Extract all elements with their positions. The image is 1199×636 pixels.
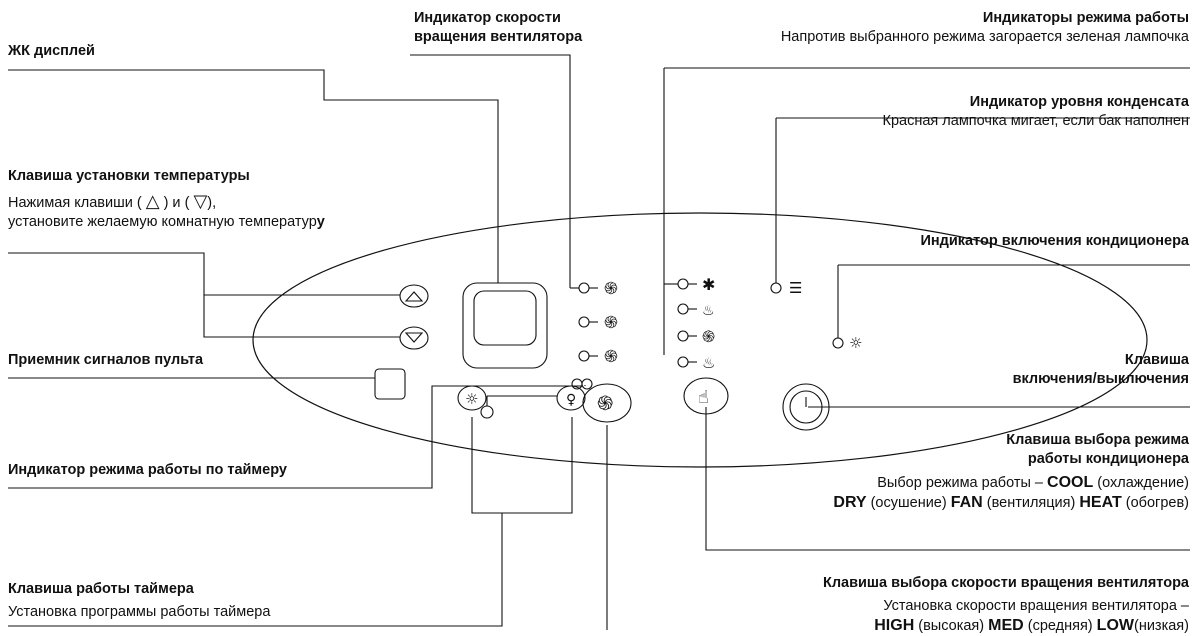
label-fan-key-title: Клавиша выбора скорости вращения вентиля… — [822, 575, 1189, 591]
remote-receiver — [374, 368, 406, 400]
label-fan-speed-ind-line2: вращения вентилятора — [414, 29, 583, 45]
fan-med-icon: ֍ — [604, 313, 618, 333]
label-mode-key-line2: работы кондиционера — [1027, 451, 1189, 467]
timer-on-button — [457, 385, 487, 411]
label-temp-key-desc1: Нажимая клавиши ( △ ) и ( ▽), — [8, 191, 217, 212]
label-mode-key-desc2: DRY (осушение) FAN (вентиляция) HEAT (об… — [833, 494, 1189, 511]
leader-temp-key — [8, 252, 400, 296]
label-mode-ind: Индикаторы режима работы Напротив выбран… — [781, 9, 1189, 47]
leader-mode-key — [705, 407, 1190, 551]
leader-timer-ind — [8, 385, 582, 489]
label-temp-key: Клавиша установки температуры Нажимая кл… — [8, 167, 325, 232]
fan-mode-icon: ֍ — [702, 327, 715, 346]
label-mode-key: Клавиша выбора режима работы кондиционер… — [833, 431, 1189, 513]
timer-off-icon: ♀ — [566, 392, 576, 408]
label-condensate: Индикатор уровня конденсата Красная ламп… — [883, 93, 1189, 131]
mode-hand-icon: ☝ — [698, 387, 709, 408]
label-fan-speed-ind-line1: Индикатор скорости — [414, 10, 561, 26]
timer-on-icon: ☼ — [465, 390, 478, 408]
label-power-ind: Индикатор включения кондиционера — [920, 233, 1189, 249]
mode-button — [683, 377, 729, 415]
label-timer-key: Клавиша работы таймера Установка програм… — [8, 580, 270, 622]
label-remote-rx: Приемник сигналов пульта — [8, 352, 204, 368]
lcd-display — [462, 282, 548, 369]
leader-lcd — [8, 69, 499, 283]
fan-high-icon: ֍ — [604, 347, 618, 367]
power-button — [782, 383, 830, 431]
leader-timer-key-2 — [8, 513, 503, 627]
dry-drops-icon: ♨ — [702, 303, 715, 319]
label-condensate-desc: Красная лампочка мигает, если бак наполн… — [882, 113, 1189, 129]
label-fan-key-desc1: Установка скорости вращения вентилятора … — [883, 598, 1189, 614]
label-timer-key-desc: Установка программы работы таймера — [8, 604, 271, 620]
heat-icon: ♨ — [702, 354, 715, 372]
timer-off-button — [556, 385, 586, 411]
label-power-key-line2: включения/выключения — [1012, 371, 1189, 387]
timer-led-2 — [581, 378, 593, 390]
label-timer-key-title: Клавиша работы таймера — [8, 581, 194, 597]
label-power-key: Клавиша включения/выключения — [1013, 351, 1189, 389]
label-power-key-line1: Клавиша — [1124, 352, 1189, 368]
leader-timer-key — [471, 417, 573, 514]
down-triangle-icon — [404, 332, 424, 343]
label-mode-key-desc1: Выбор режима работы – COOL (охлаждение) — [877, 474, 1189, 491]
fan-speed-button-icon: ֍ — [597, 391, 613, 415]
label-temp-key-desc2: установите желаемую комнатную температур… — [8, 214, 325, 230]
label-fan-key-desc2: HIGH (высокая) MED (средняя) LOW(низкая) — [874, 617, 1189, 634]
label-mode-ind-title: Индикаторы режима работы — [982, 10, 1189, 26]
leader-temp-key-2 — [203, 295, 400, 338]
label-temp-key-title: Клавиша установки температуры — [8, 168, 250, 184]
fan-speed-button — [582, 383, 632, 423]
label-lcd: ЖК дисплей — [8, 43, 95, 59]
up-triangle-icon — [404, 291, 424, 302]
power-led-icon: ☼ — [849, 334, 862, 352]
down-button — [399, 326, 429, 350]
up-button — [399, 284, 429, 308]
label-fan-speed-ind: Индикатор скорости вращения вентилятора — [414, 9, 582, 47]
fan-low-icon: ֍ — [604, 279, 618, 299]
panel-outline — [252, 212, 1148, 468]
label-mode-ind-desc: Напротив выбранного режима загорается зе… — [780, 29, 1189, 45]
label-mode-key-line1: Клавиша выбора режима — [1006, 432, 1189, 448]
label-fan-key: Клавиша выбора скорости вращения вентиля… — [823, 574, 1189, 636]
tank-icon: ☰ — [789, 279, 802, 297]
label-timer-ind: Индикатор режима работы по таймеру — [8, 462, 287, 478]
cool-snowflake-icon: ✱ — [702, 275, 715, 294]
label-condensate-title: Индикатор уровня конденсата — [969, 94, 1189, 110]
leader-fan-speed-ind — [410, 54, 571, 288]
